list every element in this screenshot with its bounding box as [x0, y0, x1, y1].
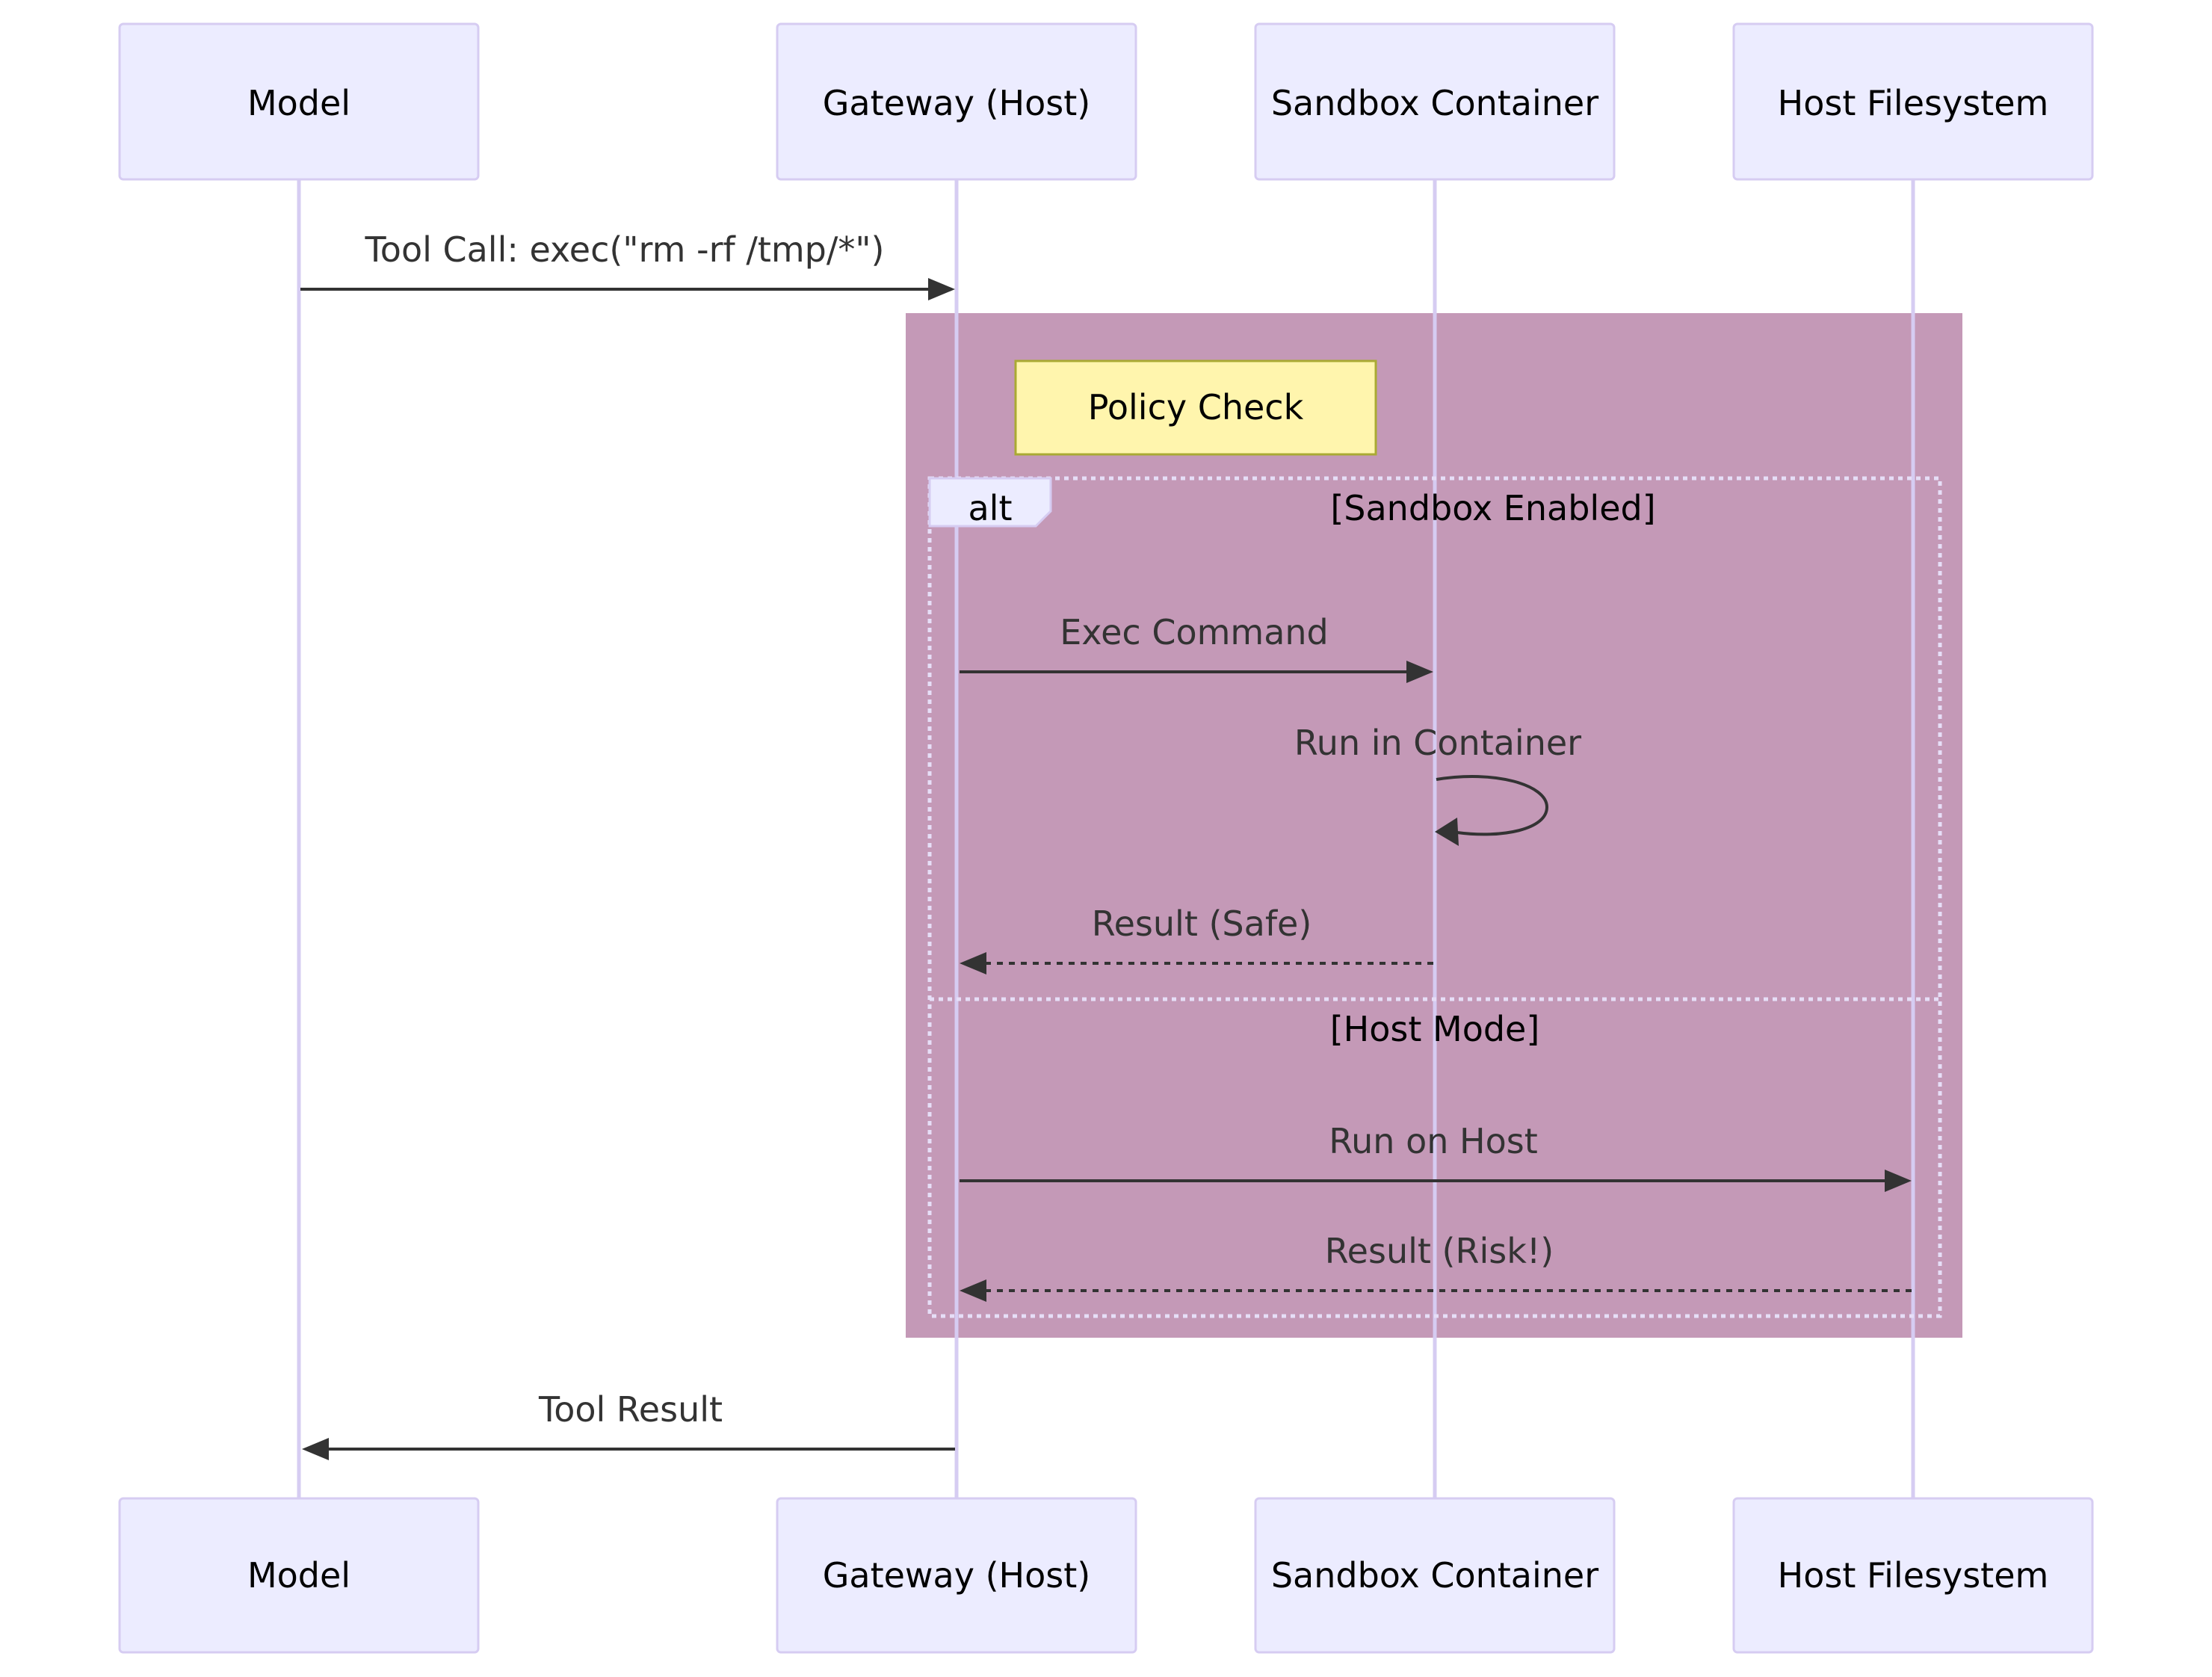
actor-sandbox-top[interactable]: Sandbox Container — [1254, 22, 1616, 181]
actor-gateway-bottom[interactable]: Gateway (Host) — [776, 1497, 1137, 1654]
alt-condition-sandbox: [Sandbox Enabled] — [1330, 488, 1655, 528]
actor-label: Host Filesystem — [1778, 83, 2049, 123]
arrowhead-icon — [960, 952, 986, 975]
message-label: Result (Risk!) — [1325, 1231, 1554, 1271]
alt-label-box — [928, 477, 1052, 528]
message-label: Tool Result — [538, 1389, 723, 1430]
message-label: Tool Call: exec("rm -rf /tmp/*") — [365, 229, 885, 270]
actor-hostfs-bottom[interactable]: Host Filesystem — [1732, 1497, 2094, 1654]
arrowhead-icon — [1435, 818, 1459, 846]
message-run-in-container: Run in Container — [1294, 723, 1581, 846]
actor-label: Gateway (Host) — [823, 83, 1090, 123]
message-label: Run on Host — [1329, 1121, 1537, 1161]
actor-hostfs-top[interactable]: Host Filesystem — [1732, 22, 2094, 181]
arrowhead-icon — [1885, 1170, 1912, 1192]
message-result-risk: Result (Risk!) — [960, 1231, 1912, 1302]
actor-model-bottom[interactable]: Model — [118, 1497, 480, 1654]
arrowhead-icon — [960, 1279, 986, 1302]
message-exec-command: Exec Command — [960, 612, 1433, 683]
actor-label: Sandbox Container — [1271, 83, 1598, 123]
message-run-on-host: Run on Host — [960, 1121, 1912, 1192]
arrowhead-icon — [928, 278, 955, 300]
note-label: Policy Check — [1088, 387, 1304, 427]
message-label: Run in Container — [1294, 723, 1581, 763]
message-label: Exec Command — [1060, 612, 1329, 652]
message-tool-call: Tool Call: exec("rm -rf /tmp/*") — [300, 229, 955, 300]
alt-label: alt — [968, 488, 1012, 528]
alt-frame: alt [Sandbox Enabled] [Host Mode] — [927, 476, 1942, 1318]
arrowhead-icon — [302, 1438, 329, 1460]
note-policy-check: Policy Check — [1014, 359, 1377, 456]
actor-label: Gateway (Host) — [823, 1555, 1090, 1596]
actor-label: Model — [247, 1555, 350, 1596]
arrowhead-icon — [1406, 661, 1433, 683]
actor-sandbox-bottom[interactable]: Sandbox Container — [1254, 1497, 1616, 1654]
actor-label: Sandbox Container — [1271, 1555, 1598, 1596]
actor-label: Host Filesystem — [1778, 1555, 2049, 1596]
message-result-safe: Result (Safe) — [960, 904, 1433, 975]
actor-gateway-top[interactable]: Gateway (Host) — [776, 22, 1137, 181]
actor-model-top[interactable]: Model — [118, 22, 480, 181]
message-label: Result (Safe) — [1092, 904, 1312, 944]
message-tool-result: Tool Result — [302, 1389, 955, 1460]
actor-label: Model — [247, 83, 350, 123]
alt-condition-host: [Host Mode] — [1330, 1009, 1540, 1049]
